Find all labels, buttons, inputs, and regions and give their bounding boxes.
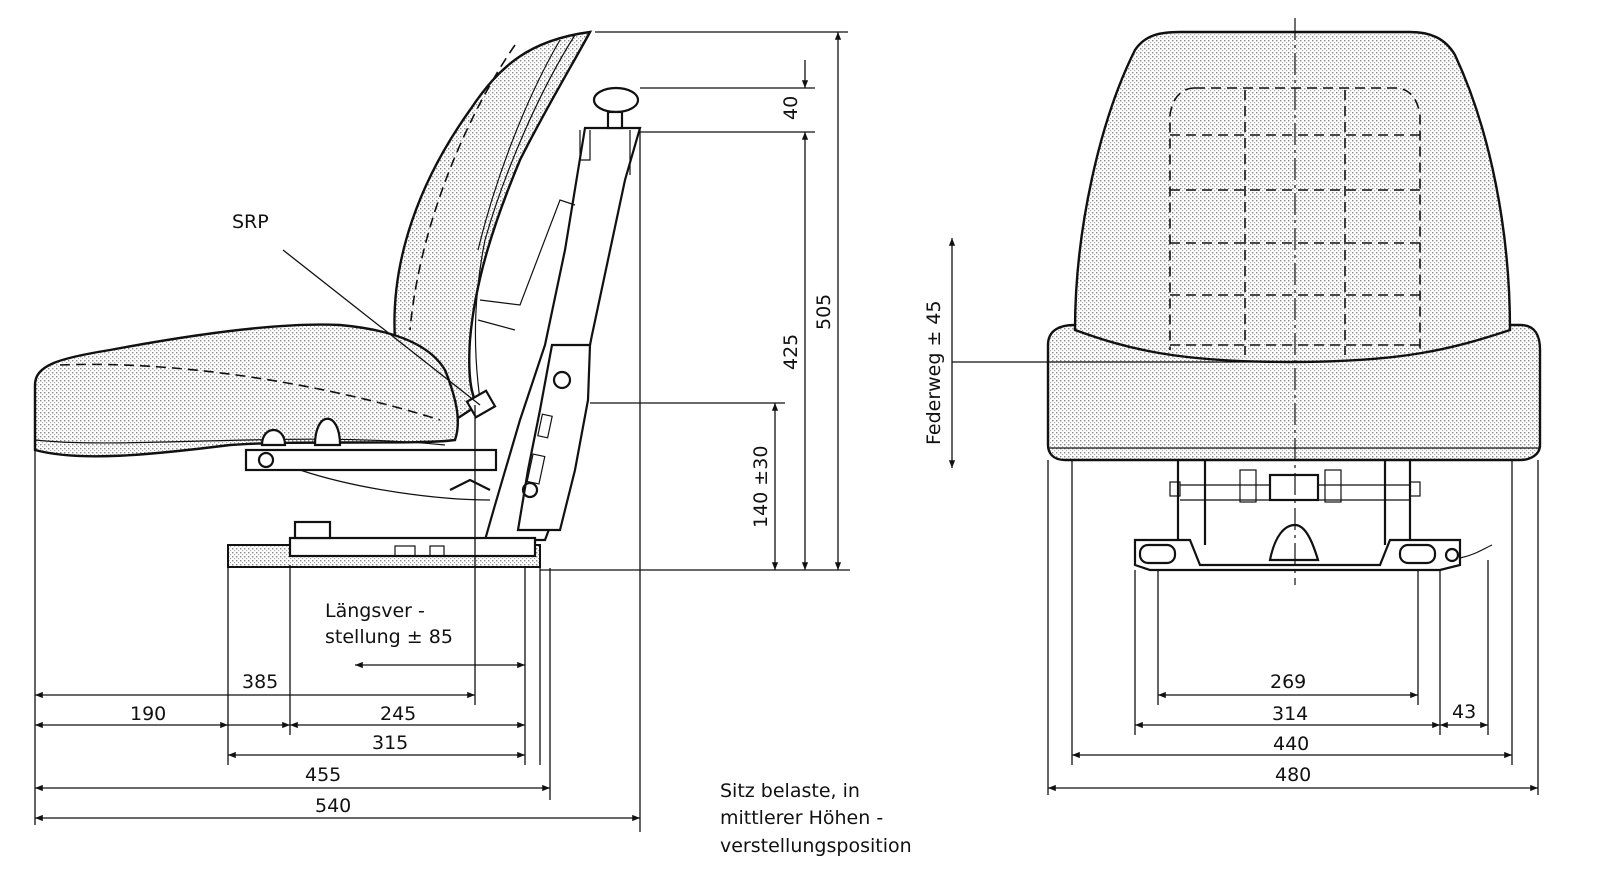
- dim-40: 40: [780, 96, 802, 120]
- note-line-2: mittlerer Höhen -: [720, 807, 883, 829]
- dim-540: 540: [315, 795, 351, 817]
- adjustment-knob: [592, 86, 640, 114]
- side-view: SRP 385 190 245 315 455 540 Längsver - s…: [33, 30, 850, 832]
- load-note: Sitz belaste, in mittlerer Höhen - verst…: [720, 780, 912, 857]
- srp-label: SRP: [232, 211, 269, 233]
- note-line-1: Sitz belaste, in: [720, 780, 860, 802]
- seat-frame: [244, 448, 498, 472]
- dim-455: 455: [305, 764, 341, 786]
- dim-505: 505: [813, 294, 835, 330]
- lower-cushion-front: [1046, 323, 1542, 462]
- dim-245: 245: [380, 703, 416, 725]
- dim-140: 140 ±30: [750, 446, 772, 528]
- support-column: [483, 126, 642, 542]
- dim-385: 385: [242, 671, 278, 693]
- dim-480: 480: [1275, 764, 1311, 786]
- dim-440: 440: [1273, 733, 1309, 755]
- adjustment-label-2: stellung ± 85: [325, 626, 453, 648]
- dim-43: 43: [1452, 701, 1476, 723]
- note-line-3: verstellungsposition: [720, 835, 912, 857]
- dim-315: 315: [372, 732, 408, 754]
- dim-269: 269: [1270, 671, 1306, 693]
- front-view: Federweg ± 45 269 314 43 440 480: [923, 18, 1542, 795]
- backrest-front: [1073, 30, 1512, 364]
- dim-314: 314: [1272, 703, 1308, 725]
- dim-425: 425: [780, 334, 802, 370]
- adjustment-label-1: Längsver -: [325, 600, 425, 622]
- seat-cushion-side: [33, 323, 459, 458]
- dim-190: 190: [130, 703, 166, 725]
- suspension-label: Federweg ± 45: [923, 300, 945, 445]
